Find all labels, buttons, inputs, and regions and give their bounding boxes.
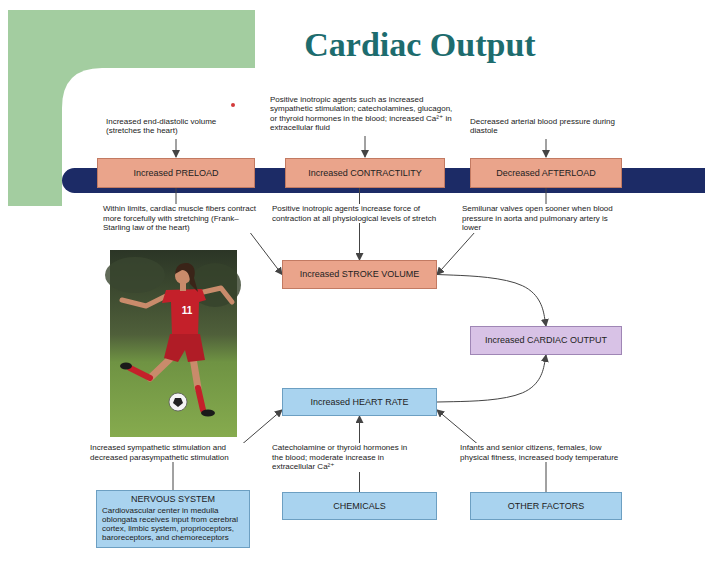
navy-band-end xyxy=(690,168,705,193)
output-box: Increased CARDIAC OUTPUT xyxy=(470,326,622,355)
annotation-text: Decreased arterial blood pressure during… xyxy=(470,117,620,136)
jersey-number: 11 xyxy=(176,306,198,316)
flow-arrow xyxy=(437,275,546,327)
annotation-text: Increased end-diastolic volume (stretche… xyxy=(106,117,246,136)
factor-box: Decreased AFTERLOAD xyxy=(470,158,622,188)
arm xyxy=(122,294,170,306)
photo-blur xyxy=(105,257,165,293)
shorts xyxy=(164,334,205,362)
ball-patch xyxy=(173,398,183,407)
annotation-text: Positive inotropic agents such as increa… xyxy=(270,95,460,133)
box-label: Increased PRELOAD xyxy=(104,168,248,179)
leader-arrow xyxy=(546,139,547,157)
annotation-text: Increased sympathetic stimulation and de… xyxy=(90,443,260,462)
box-body: Cardiovascular center in medulla oblonga… xyxy=(102,506,244,543)
shoe xyxy=(120,363,132,370)
source-box: CHEMICALS xyxy=(282,492,437,520)
box-label: Increased CARDIAC OUTPUT xyxy=(477,335,615,346)
flow-arrow xyxy=(359,188,360,260)
sock xyxy=(130,368,150,378)
white-panel xyxy=(62,68,717,564)
leader-arrow xyxy=(365,136,366,157)
leg xyxy=(150,357,172,378)
ball xyxy=(169,393,187,411)
annotation-text: Within limits, cardiac muscle fibers con… xyxy=(103,204,263,233)
box-label: Increased STROKE VOLUME xyxy=(289,269,430,280)
factor-box: Increased CONTRACTILITY xyxy=(285,158,445,188)
box-label: Decreased AFTERLOAD xyxy=(477,168,615,179)
sock xyxy=(198,388,203,410)
hair xyxy=(175,263,198,292)
leg xyxy=(193,358,198,388)
leader-arrow xyxy=(176,139,177,157)
shoe xyxy=(201,410,215,417)
result-box: Increased STROKE VOLUME xyxy=(282,260,437,289)
source-box: NERVOUS SYSTEMCardiovascular center in m… xyxy=(96,490,250,548)
jersey xyxy=(162,289,206,336)
page-title: Cardiac Output xyxy=(255,26,585,63)
source-box: OTHER FACTORS xyxy=(470,492,622,520)
soccer-photo xyxy=(105,250,241,437)
factor-box: Increased PRELOAD xyxy=(97,158,255,188)
annotation-text: Catecholamine or thyroid hormones in the… xyxy=(272,443,420,472)
box-label: CHEMICALS xyxy=(289,501,430,512)
box-label: Increased CONTRACTILITY xyxy=(292,168,438,179)
flow-arrow xyxy=(437,355,546,402)
box-label: OTHER FACTORS xyxy=(477,501,615,512)
box-label: Increased HEART RATE xyxy=(289,397,430,408)
box-label: NERVOUS SYSTEM xyxy=(102,494,244,505)
annotation-text: Semilunar valves open sooner when blood … xyxy=(462,204,622,233)
annotation-text: Infants and senior citizens, females, lo… xyxy=(460,443,625,462)
annotation-text: Positive inotropic agents increase force… xyxy=(272,204,437,223)
dot xyxy=(231,103,235,107)
result-box: Increased HEART RATE xyxy=(282,388,437,416)
